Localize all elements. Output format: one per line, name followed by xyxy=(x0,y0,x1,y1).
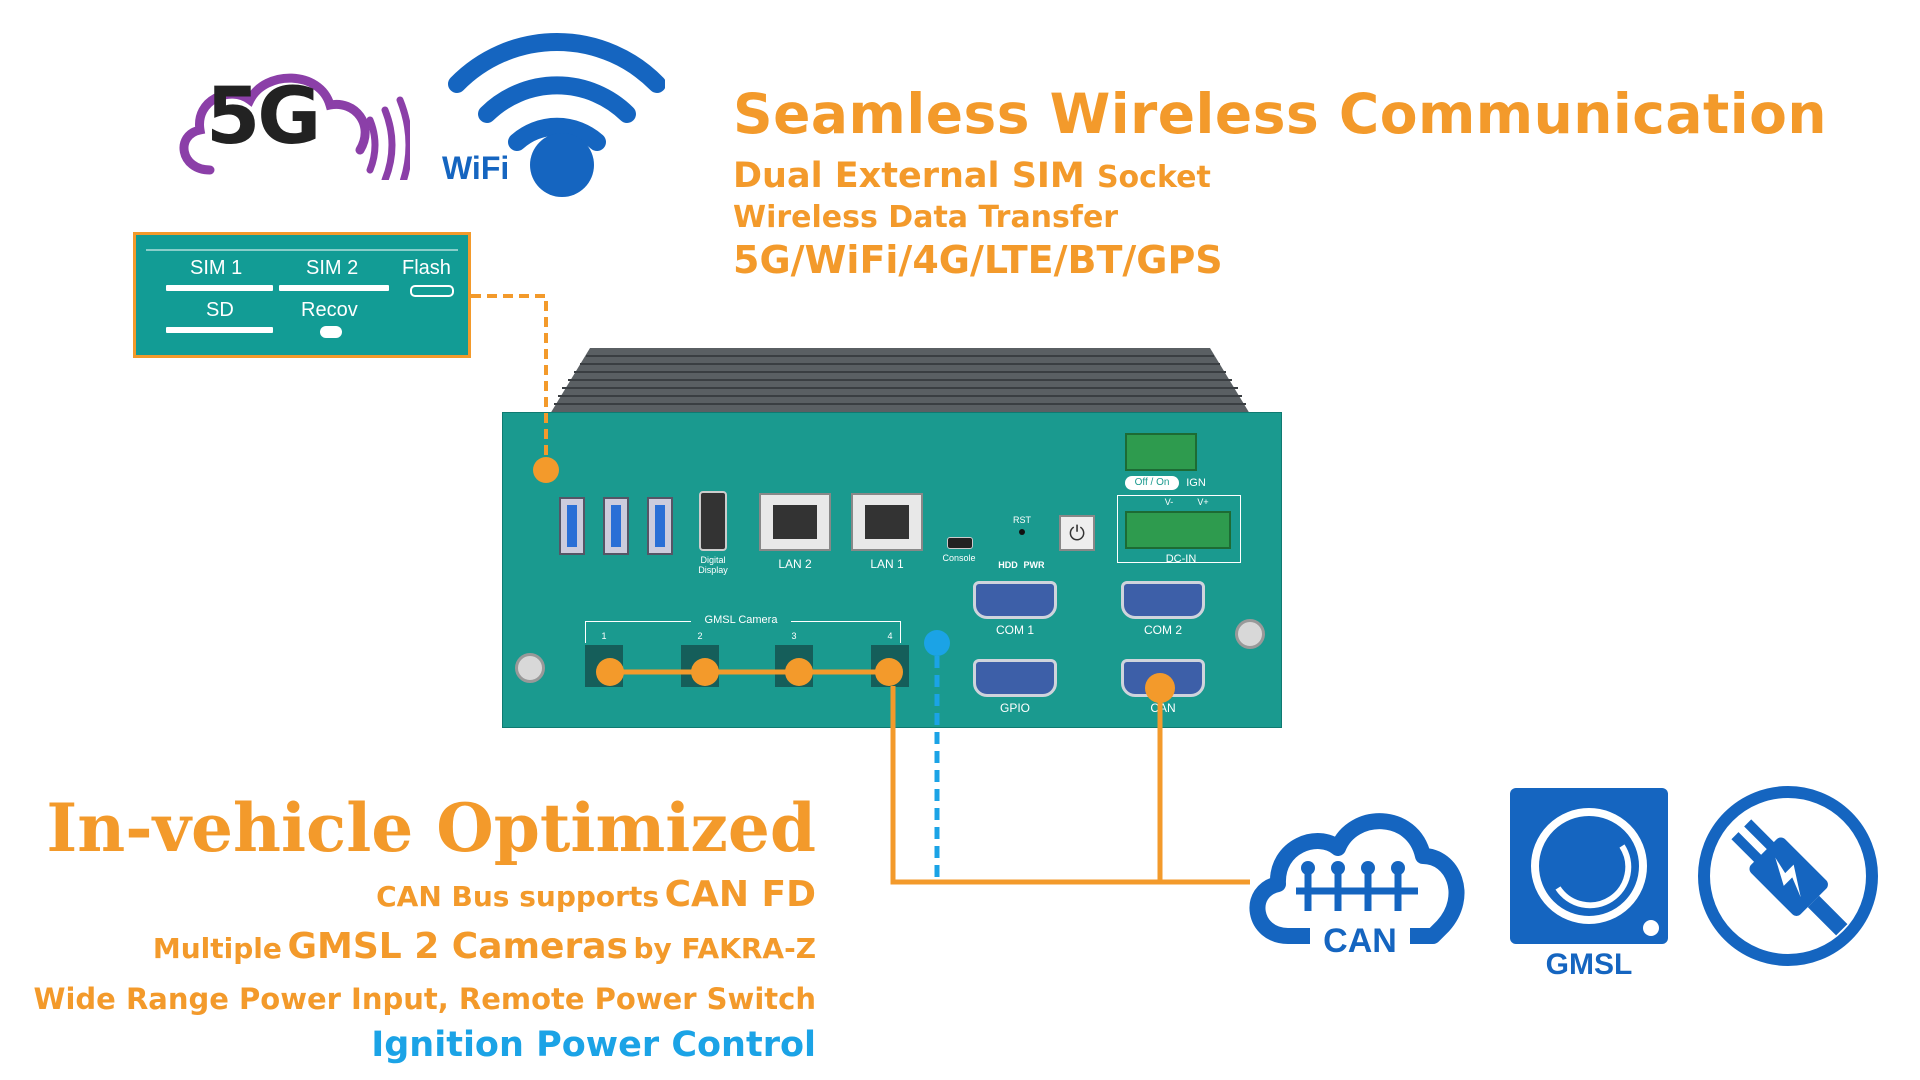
can-connector xyxy=(1121,659,1205,697)
wireless-sim-main: Dual External SIM xyxy=(733,156,1085,196)
wireless-sim-line: Dual External SIM Socket xyxy=(733,156,1211,196)
sim2-label: SIM 2 xyxy=(306,257,359,279)
wireless-bands-line: 5G/WiFi/4G/LTE/BT/GPS xyxy=(733,238,1223,282)
flash-slot xyxy=(410,285,454,297)
can-cloud-icon: CAN xyxy=(1238,786,1478,966)
fakra-port-3 xyxy=(775,645,813,687)
ignition-line-text: Ignition Power Control xyxy=(34,1022,816,1068)
power-line: Wide Range Power Input, Remote Power Swi… xyxy=(33,982,817,1016)
pwr-label: PWR xyxy=(1023,560,1045,570)
v-plus-label: V+ xyxy=(1197,497,1209,507)
gpio-label: GPIO xyxy=(999,701,1030,715)
lan1-port xyxy=(851,493,923,551)
can-port-label: CAN xyxy=(1150,701,1176,715)
wireless-data-line: Wireless Data Transfer xyxy=(733,200,1119,235)
gmsl-lens-svg xyxy=(1531,808,1659,936)
can-fd-pre: CAN Bus supports xyxy=(376,880,659,913)
heatsink-fins xyxy=(550,348,1250,414)
ign-label: IGN xyxy=(1186,477,1206,489)
cam-number-1: 1 xyxy=(601,631,607,641)
fakra-port-2 xyxy=(681,645,719,687)
recov-label: Recov xyxy=(301,299,358,321)
rst-label: RST xyxy=(1013,515,1031,525)
wifi-logo: WiFi xyxy=(435,22,666,202)
digital-display-label: Digital Display xyxy=(698,555,728,575)
power-button: ⏻ xyxy=(1059,515,1095,551)
gmsl-icon: GMSL xyxy=(1510,788,1668,986)
can-icon-label: CAN xyxy=(1310,922,1410,961)
gmsl-line: Multiple GMSL 2 Cameras by FAKRA-Z xyxy=(34,924,816,976)
cam-number-2: 2 xyxy=(697,631,703,641)
off-on-badge: Off / On xyxy=(1125,476,1179,490)
usb-port-3 xyxy=(647,497,673,555)
wifi-icon xyxy=(448,33,666,197)
usb-port-2 xyxy=(603,497,629,555)
antenna-right xyxy=(1235,619,1265,649)
in-vehicle-title: In-vehicle Optimized xyxy=(46,789,816,867)
flash-label: Flash xyxy=(402,257,451,279)
fakra-port-1 xyxy=(585,645,623,687)
gmsl-post: by FAKRA-Z xyxy=(633,932,816,965)
wifi-text: WiFi xyxy=(442,150,510,186)
gmsl-pre: Multiple xyxy=(152,932,282,965)
usb-port-1 xyxy=(559,497,585,555)
wireless-title: Seamless Wireless Communication xyxy=(733,82,1828,146)
dc-in-frame xyxy=(1117,495,1241,563)
5g-logo: 5G xyxy=(170,50,413,194)
device-front-panel: Digital Display LAN 2 LAN 1 Console RST … xyxy=(502,412,1282,728)
v-minus-label: V- xyxy=(1164,497,1174,507)
can-cloud-svg xyxy=(1249,813,1465,944)
com2-label: COM 2 xyxy=(1143,623,1182,637)
fakra-port-4 xyxy=(871,645,909,687)
display-port xyxy=(699,491,727,551)
console-label: Console xyxy=(942,553,976,563)
gpio-connector xyxy=(973,659,1057,697)
sim1-label: SIM 1 xyxy=(190,257,243,279)
antenna-left xyxy=(515,653,545,683)
device-heatsink xyxy=(550,348,1250,414)
sim2-slot xyxy=(279,285,389,291)
lan2-label: LAN 2 xyxy=(778,557,812,571)
com1-label: COM 1 xyxy=(995,623,1034,637)
sd-slot xyxy=(166,327,273,333)
ignition-b: Control xyxy=(671,1025,816,1065)
cam-number-4: 4 xyxy=(887,631,893,641)
dc-in-terminal xyxy=(1125,511,1231,549)
console-port xyxy=(947,537,973,549)
com2-connector xyxy=(1121,581,1205,619)
can-fd-main: CAN FD xyxy=(664,874,816,915)
rst-button xyxy=(1019,529,1025,535)
lan1-label: LAN 1 xyxy=(870,557,904,571)
sim1-slot xyxy=(166,285,273,291)
power-plug-icon xyxy=(1694,782,1882,970)
ign-terminal xyxy=(1125,433,1197,471)
com1-connector xyxy=(973,581,1057,619)
hdd-label: HDD xyxy=(998,560,1018,570)
gmsl-camera-label: GMSL Camera xyxy=(691,614,791,626)
gmsl-main: GMSL 2 Cameras xyxy=(287,926,628,967)
5g-text: 5G xyxy=(206,72,321,162)
power-plug-svg xyxy=(1698,786,1878,966)
gmsl-icon-square xyxy=(1510,788,1668,944)
in-vehicle-block: In-vehicle Optimized CAN Bus supports CA… xyxy=(34,790,817,1068)
recov-button xyxy=(320,326,342,338)
ignition-a: Ignition Power xyxy=(371,1025,660,1065)
sim-panel: SIM 1 SIM 2 Flash SD Recov xyxy=(133,232,471,358)
sim-panel-top-edge xyxy=(146,249,458,251)
lan2-port xyxy=(759,493,831,551)
sd-label: SD xyxy=(206,299,234,321)
wireless-sim-small: Socket xyxy=(1096,160,1211,195)
cam-number-3: 3 xyxy=(791,631,797,641)
can-fd-line: CAN Bus supports CAN FD xyxy=(34,872,816,924)
gmsl-icon-label: GMSL xyxy=(1545,948,1633,981)
dc-in-label: DC-IN xyxy=(1165,553,1197,565)
